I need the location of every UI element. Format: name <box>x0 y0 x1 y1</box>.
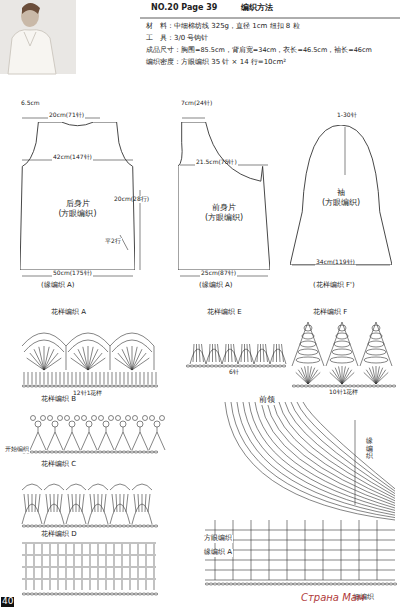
pattern-label: (缘编织 A) <box>40 282 75 290</box>
pattern-label: 编织方法 <box>240 4 274 13</box>
pattern-label: (花样编织 F') <box>312 282 356 290</box>
piece-name: 袖 <box>336 188 346 198</box>
piece-name: 前身片 <box>211 203 237 213</box>
pattern-label: 20cm(28行) <box>113 196 150 203</box>
pattern-label: 编织密度：方眼编织 35 针 × 14 行=10cm² <box>145 59 287 67</box>
model-photo <box>0 0 76 74</box>
pattern-label: 25cm(87针) <box>200 270 237 277</box>
pattern-label: 花样编织 C <box>40 461 77 469</box>
piece-outline <box>178 122 270 270</box>
pattern-label: 10针1花样 <box>328 389 359 396</box>
pattern-label: 平2行 <box>104 238 122 245</box>
piece-name: (方眼编织) <box>204 213 244 223</box>
watermark: Страна Мам <box>300 592 365 603</box>
pattern-label: 缘编织 A <box>203 549 233 557</box>
pattern-label: 6.5cm <box>20 100 41 107</box>
pattern-label: 前领 <box>258 396 276 405</box>
pattern-label: 花样编织 B <box>40 396 77 404</box>
piece-outline <box>20 122 135 270</box>
pattern-label: 1-30针 <box>336 112 358 119</box>
pattern-label: 缘编织 <box>365 438 374 461</box>
pattern-label: (缘编织 A) <box>198 282 233 290</box>
page-number: 40 <box>1 597 14 607</box>
pattern-label: 21.5cm(75针) <box>195 159 238 166</box>
piece-name: 后身片 <box>65 199 91 209</box>
pattern-label: 开始编织 <box>4 446 30 453</box>
piece-name: (方眼编织) <box>57 209 97 219</box>
garment-piece: 前身片(方眼编织) <box>178 122 270 270</box>
stitch-charts <box>22 118 397 595</box>
pattern-label: 花样编织 A <box>50 309 87 317</box>
pattern-label: 7cm(24针) <box>180 100 213 107</box>
pattern-label: 50cm(175针) <box>52 270 93 277</box>
header-rule <box>140 18 400 19</box>
piece-name: (方眼编织) <box>321 198 361 208</box>
garment-piece: 后身片(方眼编织) <box>20 122 135 270</box>
pattern-label: 6针 <box>228 369 240 376</box>
pattern-label: 成品尺寸：胸围=85.5cm，背肩宽=34cm，衣长=46.5cm，袖长=46c… <box>145 47 373 54</box>
pattern-label: 花样编织 D <box>40 531 78 539</box>
pattern-label: 工 具：3/0 号钩针 <box>145 35 210 43</box>
pattern-label: 42cm(147针) <box>52 154 93 161</box>
pattern-label: 20cm(71针) <box>48 112 85 119</box>
pattern-label: NO.20 Page 39 <box>150 4 218 13</box>
pattern-label: 材 料：中细棉纺线 325g，直径 1cm 纽扣 8 粒 <box>145 23 301 31</box>
pattern-label: 花样编织 F <box>312 309 348 317</box>
pattern-label: 方眼编织 <box>203 535 233 543</box>
garment-piece: 袖(方眼编织) <box>290 125 392 265</box>
pattern-label: 花样编织 E <box>206 309 243 317</box>
